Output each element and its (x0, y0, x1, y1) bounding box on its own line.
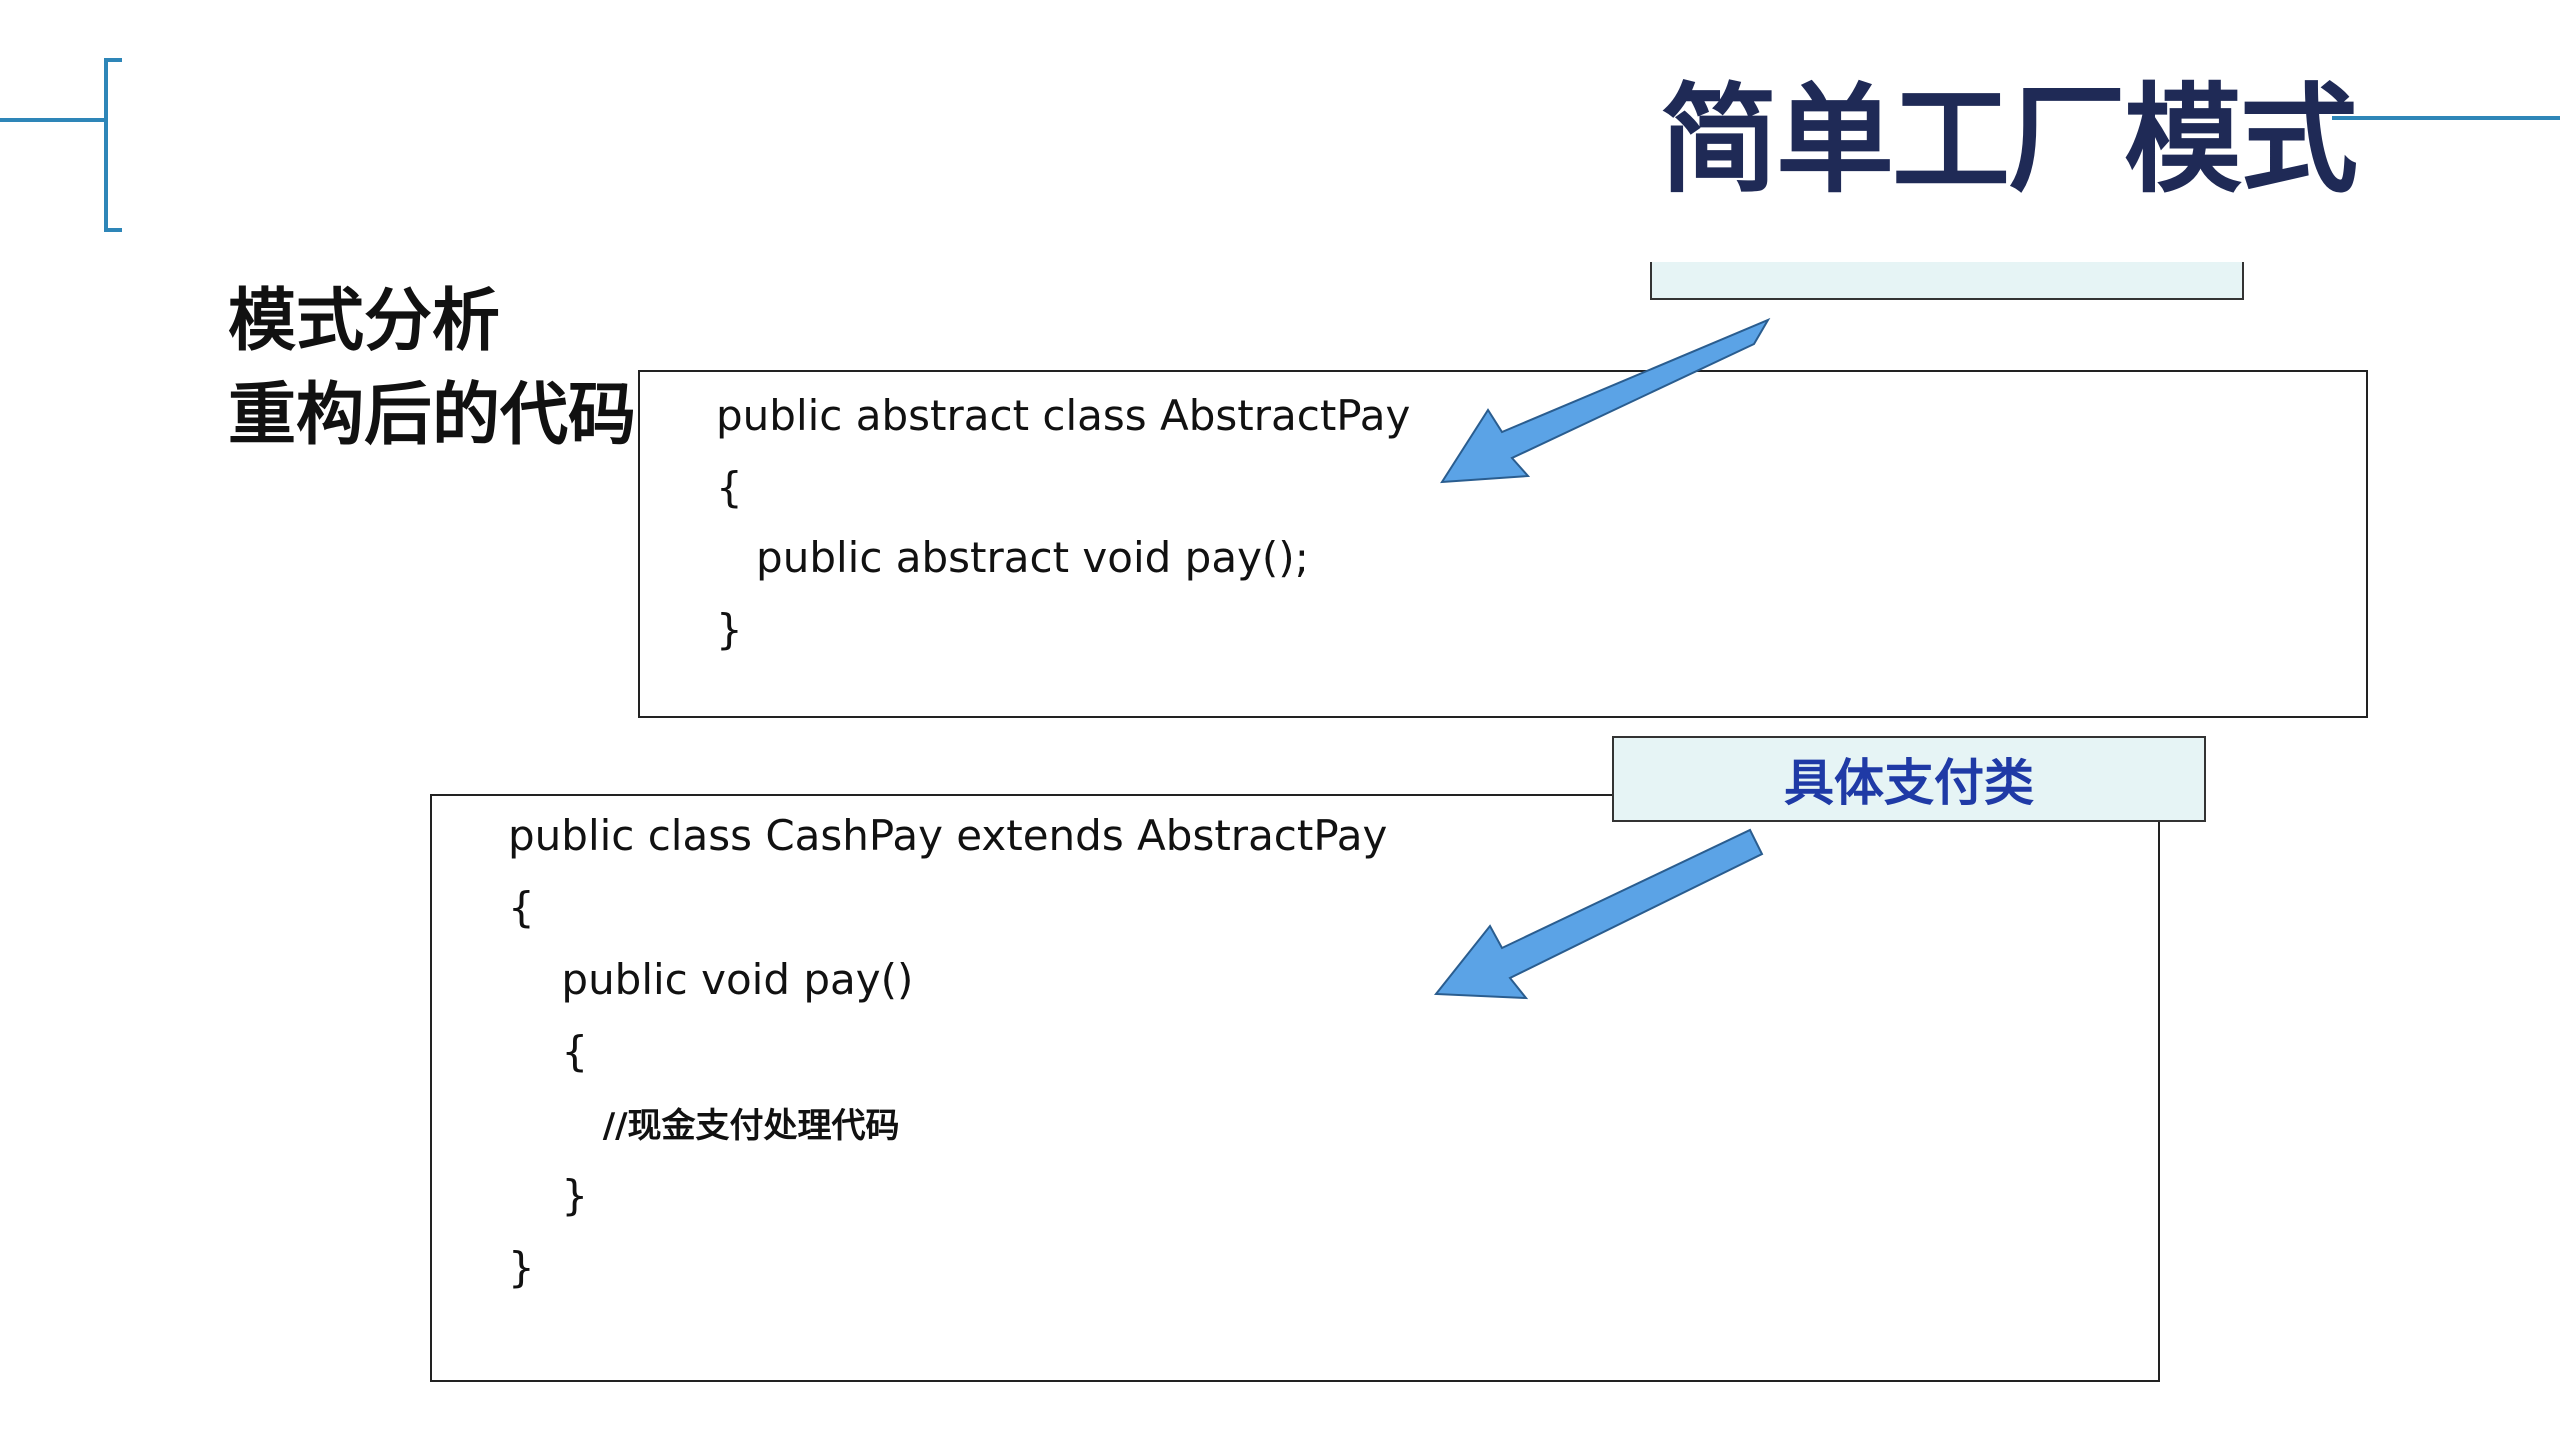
abstract-class-label-box (1650, 262, 2244, 300)
header-bracket-top (104, 58, 122, 62)
code-line: } (508, 1171, 589, 1220)
header-decoration-line-left (0, 118, 108, 122)
header-bracket-bottom (104, 228, 122, 232)
header-decoration-line-right (2332, 116, 2560, 120)
concrete-class-label-box: 具体支付类 (1612, 736, 2206, 822)
code-line: } (508, 1243, 535, 1292)
code-line: } (716, 605, 743, 654)
section-subheading: 重构后的代码： (228, 376, 705, 455)
code-line: public abstract void pay(); (716, 533, 1309, 582)
code-line: public abstract class AbstractPay (716, 391, 1411, 440)
code-line: { (508, 1027, 589, 1076)
section-heading: 模式分析 (228, 282, 501, 361)
page-title: 简单工厂模式 (1660, 71, 2358, 209)
concrete-class-label: 具体支付类 (1784, 754, 2034, 812)
code-line: { (508, 883, 535, 932)
header-bracket-vertical (104, 58, 108, 232)
code-line: { (716, 463, 743, 512)
code-line: public class CashPay extends AbstractPay (508, 811, 1388, 860)
code-comment-line: //现金支付处理代码 (508, 1106, 900, 1146)
concrete-class-code-box: public class CashPay extends AbstractPay… (430, 794, 2160, 1382)
code-line: public void pay() (508, 955, 914, 1004)
abstract-class-code-box: public abstract class AbstractPay { publ… (638, 370, 2368, 718)
